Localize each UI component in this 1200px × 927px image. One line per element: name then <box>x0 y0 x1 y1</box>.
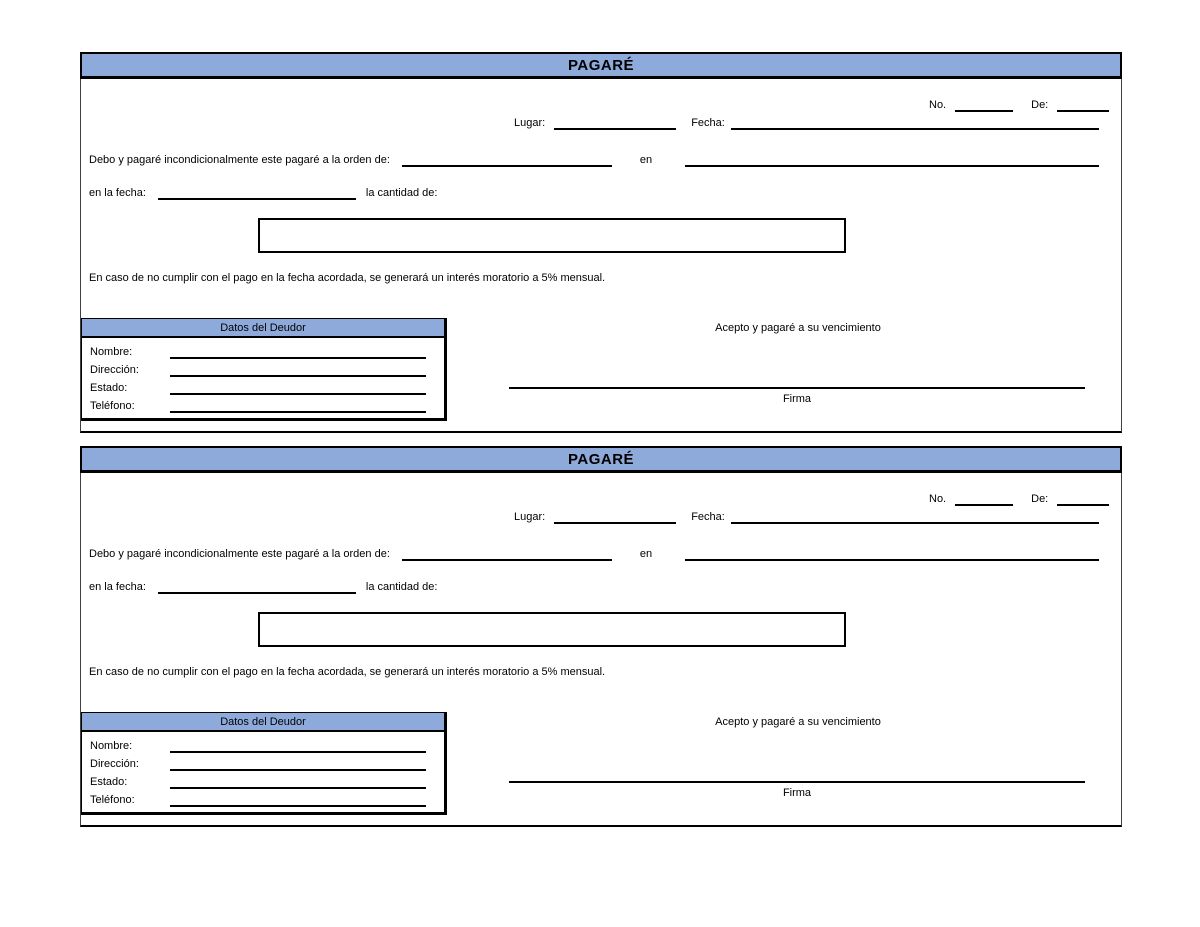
forms-container: PAGARÉ No. De: Lugar: Fecha: Debo y paga… <box>80 52 1122 840</box>
nombre-label: Nombre: <box>90 740 133 752</box>
form-title-bar: PAGARÉ <box>80 52 1122 79</box>
telefono-label: Teléfono: <box>90 794 135 806</box>
direccion-field[interactable] <box>170 759 426 771</box>
de-label: De: <box>1031 493 1049 505</box>
amount-clause-label: la cantidad de: <box>365 581 438 593</box>
no-label: No. <box>929 99 947 111</box>
form-body: No. De: Lugar: Fecha: Debo y pagaré inco… <box>80 473 1122 827</box>
lugar-fecha-row: Lugar: Fecha: <box>514 116 1099 130</box>
debtor-field-row: Teléfono: <box>90 395 426 413</box>
order-clause-row: Debo y pagaré incondicionalmente este pa… <box>89 153 1099 167</box>
debtor-field-row: Estado: <box>90 771 426 789</box>
nombre-field[interactable] <box>170 347 426 359</box>
de-field[interactable] <box>1057 98 1110 112</box>
nombre-label: Nombre: <box>90 346 133 358</box>
debtor-box-title: Datos del Deudor <box>220 321 306 334</box>
fecha-label: Fecha: <box>691 511 725 523</box>
payment-date-field[interactable] <box>157 580 356 594</box>
debtor-box-title-bar: Datos del Deudor <box>82 319 444 338</box>
order-clause-row: Debo y pagaré incondicionalmente este pa… <box>89 547 1099 561</box>
pagare-form: PAGARÉ No. De: Lugar: Fecha: Debo y paga… <box>80 446 1122 827</box>
no-de-row: No. De: <box>929 98 1110 112</box>
amount-clause-label: la cantidad de: <box>365 187 438 199</box>
lugar-field[interactable] <box>554 510 677 524</box>
telefono-label: Teléfono: <box>90 400 135 412</box>
de-label: De: <box>1031 99 1049 111</box>
direccion-field[interactable] <box>170 365 426 377</box>
debtor-info-box: Datos del Deudor Nombre: Dirección: Esta… <box>81 318 447 421</box>
nombre-field[interactable] <box>170 741 426 753</box>
payment-date-row: en la fecha: la cantidad de: <box>89 580 437 594</box>
payment-date-field[interactable] <box>157 186 356 200</box>
de-field[interactable] <box>1057 492 1110 506</box>
en-label: en <box>639 154 653 166</box>
firma-label: Firma <box>782 393 812 405</box>
telefono-field[interactable] <box>170 401 426 413</box>
estado-label: Estado: <box>90 382 128 394</box>
amount-box-field[interactable] <box>258 218 846 253</box>
debtor-field-row: Nombre: <box>90 341 426 359</box>
acceptance-label: Acepto y pagaré a su vencimiento <box>715 716 881 728</box>
en-field[interactable] <box>685 547 1099 561</box>
amount-box-field[interactable] <box>258 612 846 647</box>
payment-date-row: en la fecha: la cantidad de: <box>89 186 437 200</box>
lugar-fecha-row: Lugar: Fecha: <box>514 510 1099 524</box>
fecha-label: Fecha: <box>691 117 725 129</box>
estado-field[interactable] <box>170 777 426 789</box>
direccion-label: Dirección: <box>90 364 139 376</box>
interest-note: En caso de no cumplir con el pago en la … <box>89 272 606 284</box>
pagare-form: PAGARÉ No. De: Lugar: Fecha: Debo y paga… <box>80 52 1122 433</box>
en-label: en <box>639 548 653 560</box>
order-clause-label: Debo y pagaré incondicionalmente este pa… <box>89 154 390 166</box>
lugar-label: Lugar: <box>514 511 546 523</box>
estado-field[interactable] <box>170 383 426 395</box>
no-field[interactable] <box>955 98 1014 112</box>
firma-label: Firma <box>782 787 812 799</box>
signature-line[interactable] <box>509 781 1085 783</box>
signature-line[interactable] <box>509 387 1085 389</box>
estado-label: Estado: <box>90 776 128 788</box>
debtor-field-row: Dirección: <box>90 753 426 771</box>
no-field[interactable] <box>955 492 1014 506</box>
orden-de-field[interactable] <box>401 153 612 167</box>
form-body: No. De: Lugar: Fecha: Debo y pagaré inco… <box>80 79 1122 433</box>
interest-note: En caso de no cumplir con el pago en la … <box>89 666 606 678</box>
debtor-field-row: Dirección: <box>90 359 426 377</box>
no-de-row: No. De: <box>929 492 1110 506</box>
debtor-box-title-bar: Datos del Deudor <box>82 713 444 732</box>
lugar-label: Lugar: <box>514 117 546 129</box>
debtor-field-row: Teléfono: <box>90 789 426 807</box>
payment-date-label: en la fecha: <box>89 187 146 199</box>
form-title: PAGARÉ <box>567 450 635 468</box>
en-field[interactable] <box>685 153 1099 167</box>
debtor-info-box: Datos del Deudor Nombre: Dirección: Esta… <box>81 712 447 815</box>
lugar-field[interactable] <box>554 116 677 130</box>
debtor-fields: Nombre: Dirección: Estado: Teléfono: <box>82 338 444 413</box>
payment-date-label: en la fecha: <box>89 581 146 593</box>
acceptance-label: Acepto y pagaré a su vencimiento <box>715 322 881 334</box>
no-label: No. <box>929 493 947 505</box>
form-title: PAGARÉ <box>567 56 635 74</box>
orden-de-field[interactable] <box>401 547 612 561</box>
fecha-field[interactable] <box>730 116 1099 130</box>
form-title-bar: PAGARÉ <box>80 446 1122 473</box>
debtor-field-row: Estado: <box>90 377 426 395</box>
debtor-field-row: Nombre: <box>90 735 426 753</box>
telefono-field[interactable] <box>170 795 426 807</box>
direccion-label: Dirección: <box>90 758 139 770</box>
debtor-box-title: Datos del Deudor <box>220 715 306 728</box>
order-clause-label: Debo y pagaré incondicionalmente este pa… <box>89 548 390 560</box>
fecha-field[interactable] <box>730 510 1099 524</box>
debtor-fields: Nombre: Dirección: Estado: Teléfono: <box>82 732 444 807</box>
